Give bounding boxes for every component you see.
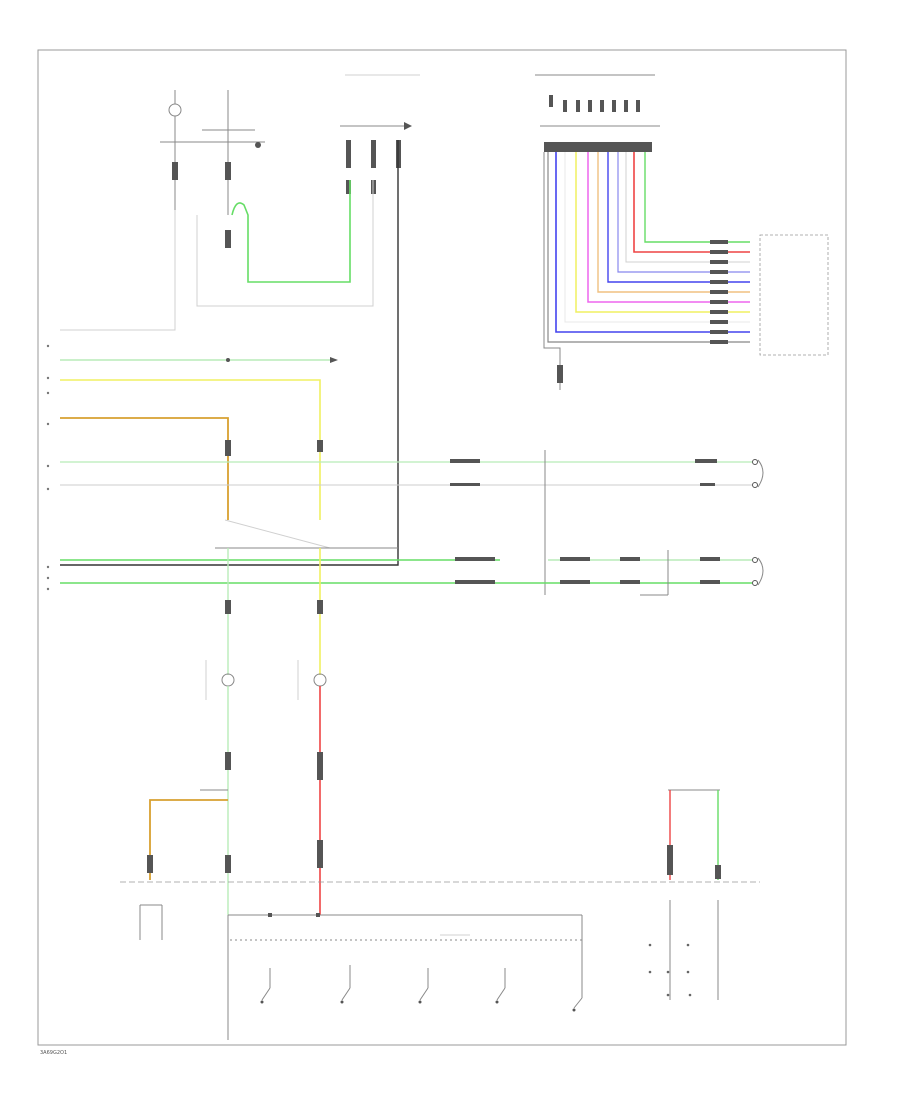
top-center-connector <box>340 74 420 194</box>
left-bottom-switch <box>139 904 163 940</box>
switch-icon <box>340 965 351 1004</box>
lamp-left <box>205 660 235 700</box>
diagram-frame <box>37 49 847 1046</box>
lamp-icon <box>221 673 235 687</box>
right-switch-top <box>752 459 764 488</box>
lamp-icon <box>313 673 327 687</box>
control-module-box <box>759 234 829 356</box>
lamp-icon <box>168 103 182 117</box>
switch-icon <box>260 968 271 1004</box>
left-pin-marks <box>46 344 50 591</box>
switch-icon <box>572 990 583 1012</box>
footer-code: 3A69G2O1 <box>40 1050 67 1056</box>
top-lamp-group <box>160 90 265 248</box>
top-right-bundle <box>535 74 829 390</box>
right-switch-middle <box>752 557 764 586</box>
lamp-right <box>297 660 327 700</box>
switch-icon <box>495 968 506 1004</box>
bottom-switches <box>260 965 583 1012</box>
bottom-right-connector <box>648 789 721 1000</box>
switch-icon <box>418 968 429 1004</box>
